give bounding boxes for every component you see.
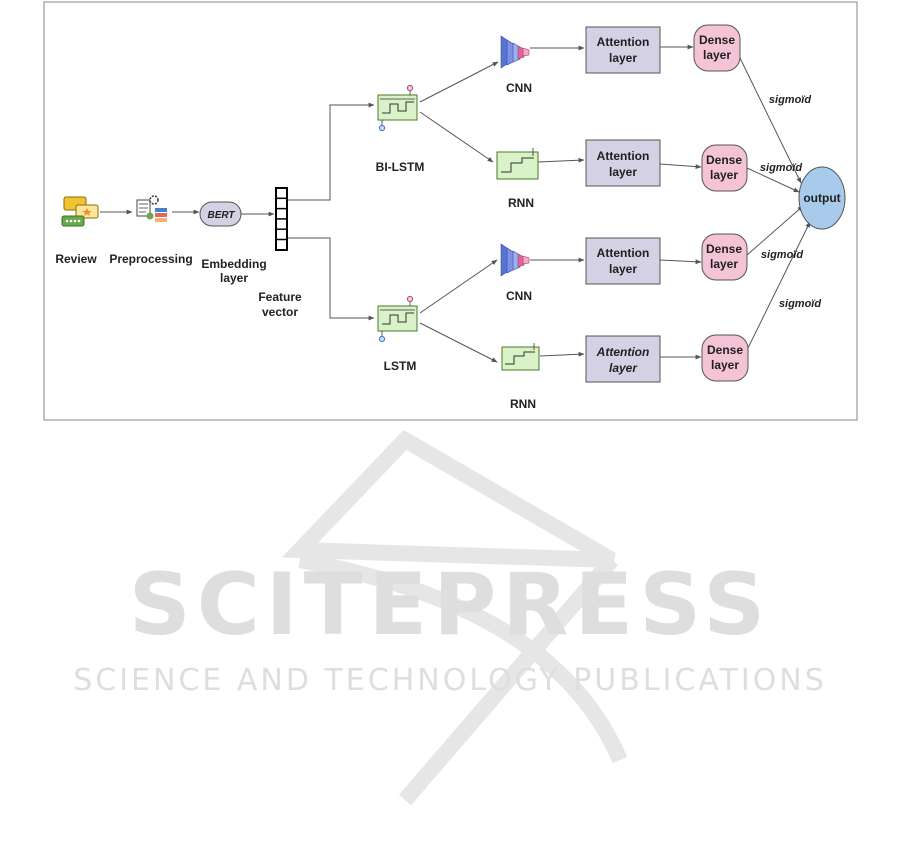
arrow-rnn1-attention2 (538, 160, 584, 162)
attention-2-line2: layer (609, 165, 637, 179)
attention-4-line1: Attention (596, 345, 650, 359)
output-label: output (803, 191, 840, 205)
rnn-bottom-label: RNN (510, 397, 536, 411)
sigmoid-label-3: sigmoïd (761, 249, 803, 261)
attention-3-line2: layer (609, 262, 637, 276)
embedding-label-line2: layer (220, 271, 248, 285)
preprocessing-icon (137, 196, 167, 222)
dense-layer-1: Dense layer (694, 25, 740, 71)
dense-3-line2: layer (710, 257, 738, 271)
arrow-lstm-cnn (420, 260, 497, 313)
dense-3-line1: Dense (706, 242, 742, 256)
arrow-feature-bilstm (288, 105, 374, 200)
arrow-lstm-rnn (420, 323, 497, 362)
cnn-icon-bottom (501, 244, 529, 276)
cnn-bottom-label: CNN (506, 289, 532, 303)
dense-layer-2: Dense layer (702, 145, 747, 191)
arrow-attention2-dense2 (660, 164, 701, 167)
rnn-top-label: RNN (508, 196, 534, 210)
lstm-label: LSTM (384, 359, 417, 373)
attention-2-line1: Attention (597, 149, 650, 163)
feature-vector-label-line2: vector (262, 305, 298, 319)
sigmoid-label-4: sigmoïd (779, 298, 821, 310)
review-label: Review (55, 252, 97, 266)
cnn-top-label: CNN (506, 81, 532, 95)
arrow-attention3-dense3 (660, 260, 701, 262)
arrow-rnn2-attention4 (540, 354, 584, 356)
rnn-icon-bottom (502, 343, 539, 370)
arrow-bilstm-rnn (420, 112, 493, 162)
attention-3-line1: Attention (597, 246, 650, 260)
arrow-dense3-output (747, 206, 803, 255)
dense-4-line1: Dense (707, 343, 743, 357)
attention-layer-3: Attention layer (586, 238, 660, 284)
dense-layer-3: Dense layer (702, 234, 747, 280)
dense-4-line2: layer (711, 358, 739, 372)
review-icon (62, 197, 98, 226)
feature-vector (276, 188, 287, 250)
feature-vector-label-line1: Feature (258, 290, 302, 304)
attention-4-line2: layer (609, 361, 638, 375)
dense-1-line1: Dense (699, 33, 735, 47)
dense-2-line2: layer (710, 168, 738, 182)
bilstm-label: BI-LSTM (376, 160, 425, 174)
attention-layer-1: Attention layer (586, 27, 660, 73)
bert-label: BERT (207, 210, 235, 221)
attention-1-line1: Attention (597, 35, 650, 49)
arrow-bilstm-cnn (420, 62, 498, 102)
arrow-dense4-output (748, 222, 810, 348)
attention-layer-4: Attention layer (586, 336, 660, 382)
arrow-feature-lstm (288, 238, 374, 318)
rnn-icon-top (497, 148, 538, 179)
embedding-label-line1: Embedding (201, 257, 266, 271)
attention-layer-2: Attention layer (586, 140, 660, 186)
lstm-cell-icon (378, 296, 417, 342)
sigmoid-label-2: sigmoïd (760, 162, 802, 174)
sigmoid-label-1: sigmoïd (769, 94, 811, 106)
cnn-icon-top (501, 36, 529, 68)
dense-layer-4: Dense layer (702, 335, 748, 381)
dense-2-line1: Dense (706, 153, 742, 167)
dense-1-line2: layer (703, 48, 731, 62)
bilstm-cell-icon (378, 85, 417, 131)
attention-1-line2: layer (609, 51, 637, 65)
preprocessing-label: Preprocessing (109, 252, 192, 266)
